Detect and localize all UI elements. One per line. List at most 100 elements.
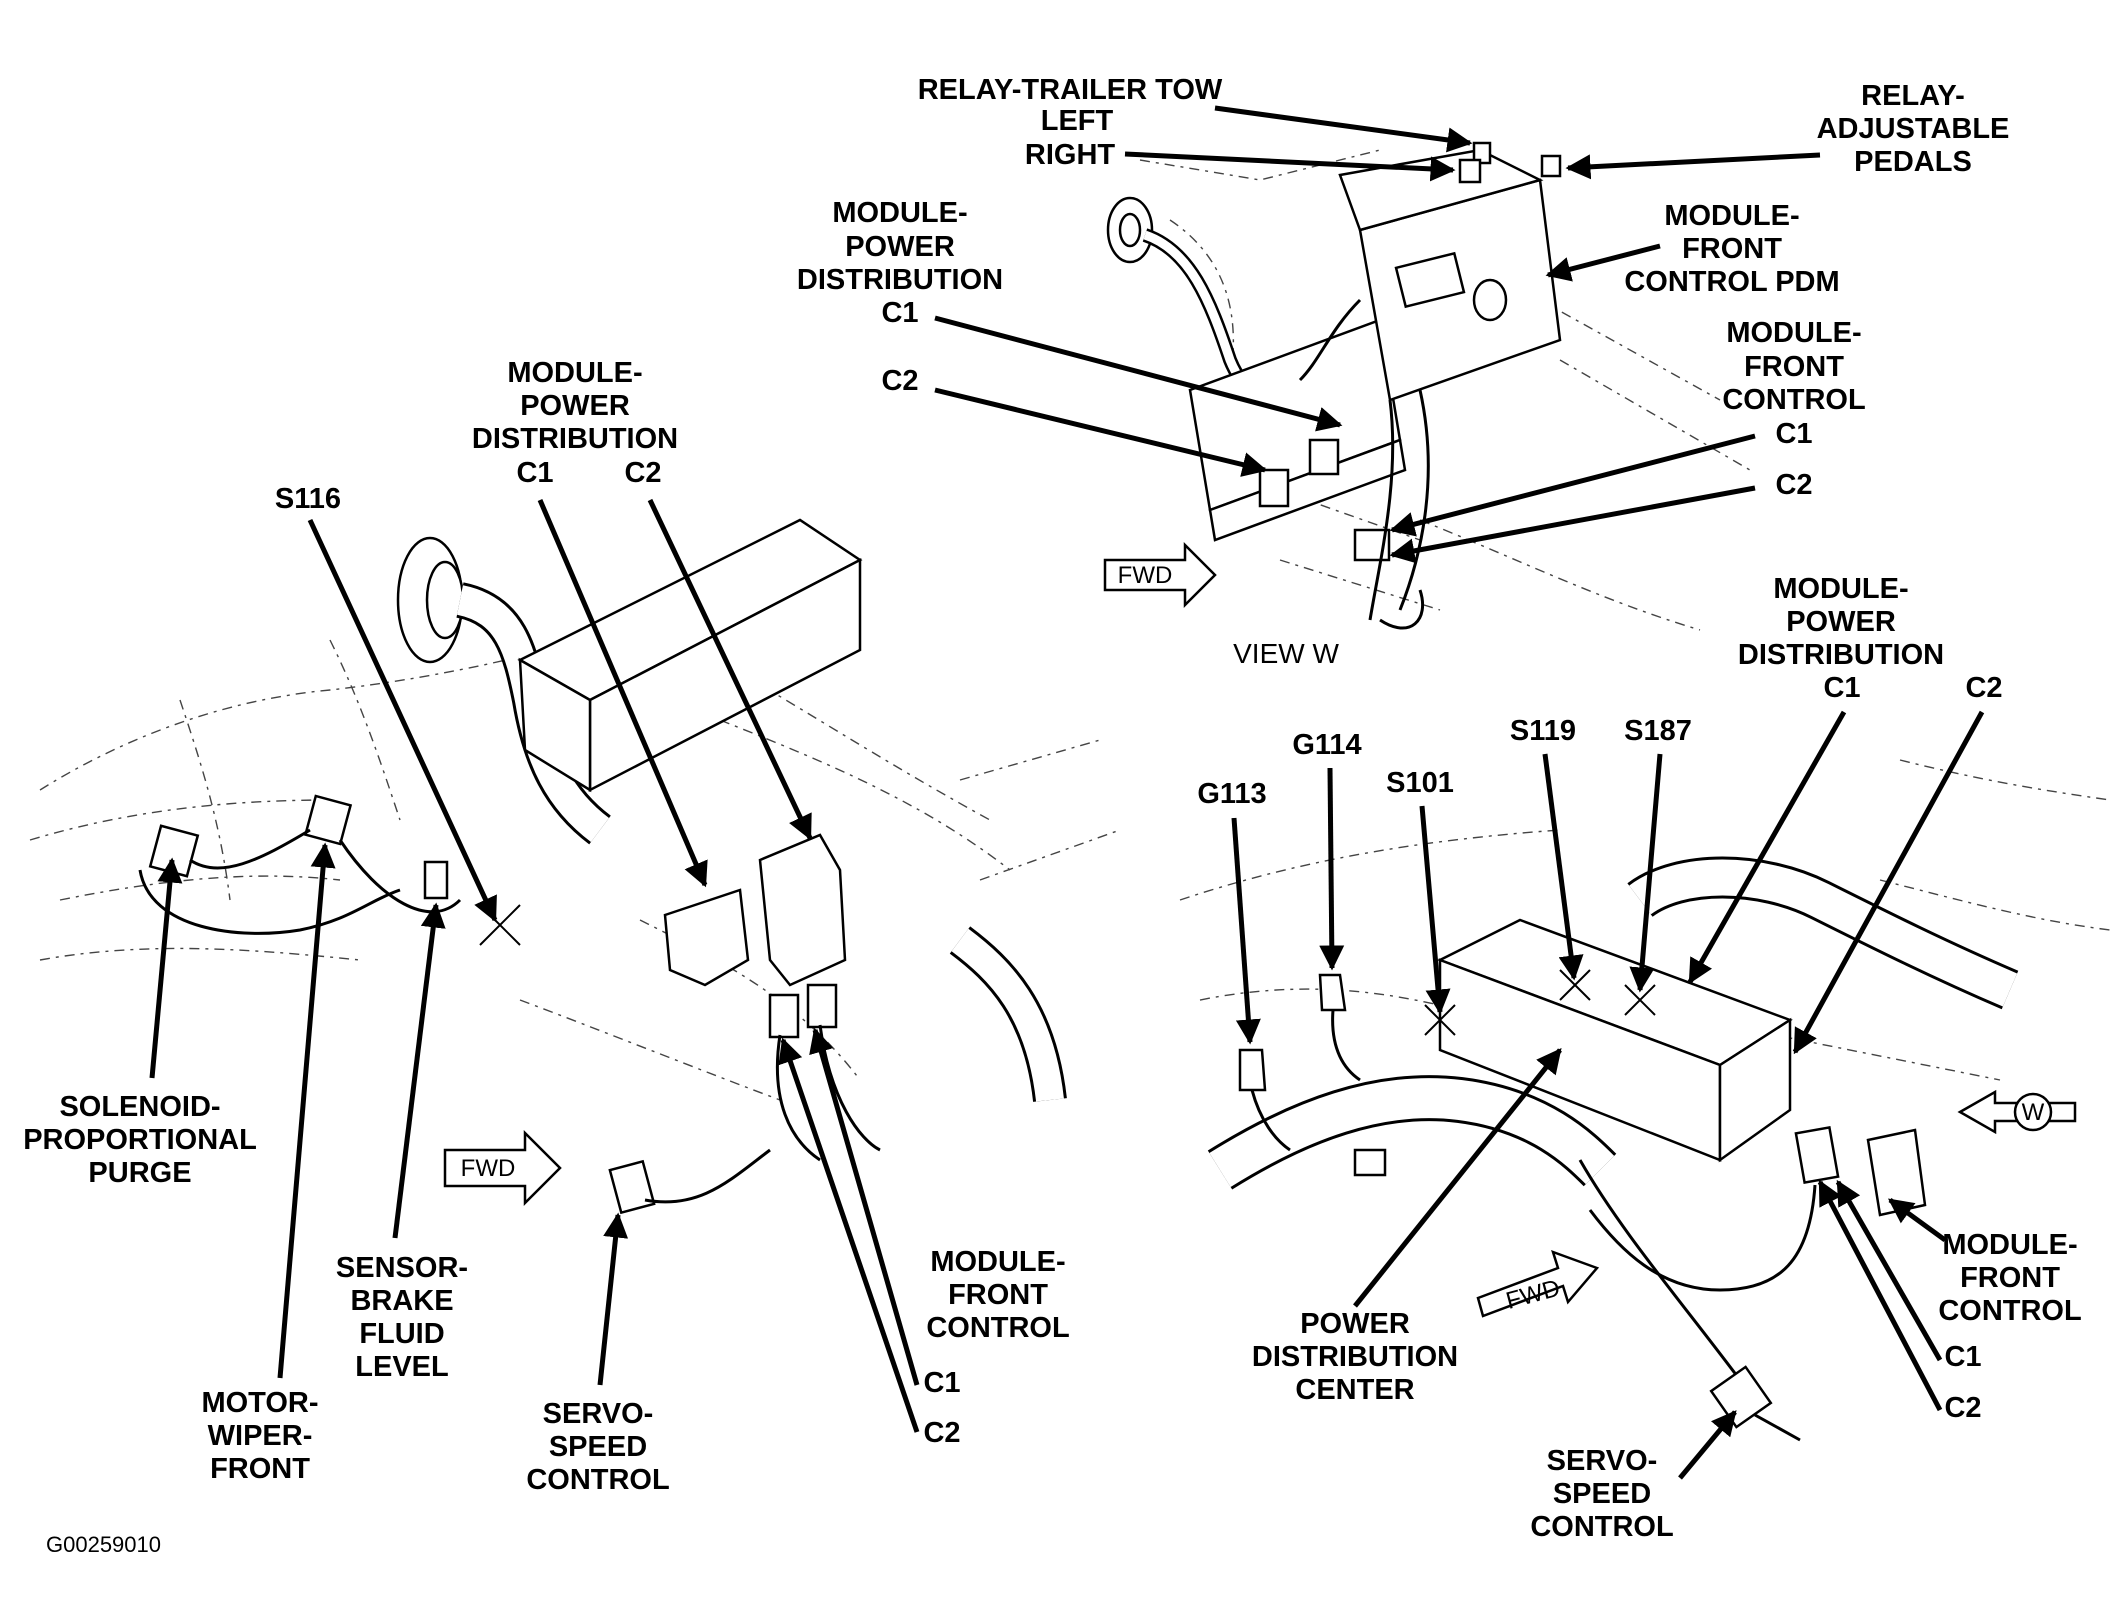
right-pdm-c1: C1 [1823,672,1860,704]
left-view-labels: MODULE- POWER DISTRIBUTION C1 C2 S116 SO… [23,357,1070,1496]
view-w-marker-label: W [2022,1099,2045,1126]
s116-label: S116 [275,483,341,515]
fwd-arrow-right: FWD [1476,1249,1600,1318]
pdc-l1: POWER [1300,1308,1410,1340]
leader-left-servo [597,1212,629,1386]
left-module-front-control-l2: FRONT [948,1279,1048,1311]
leader-relay-tow-right [1124,151,1456,182]
right-mfc-c1: C1 [1944,1341,1981,1373]
pdc-l3: CENTER [1295,1374,1414,1406]
top-module-front-control-c2: C2 [1775,469,1812,501]
right-servo-l3: CONTROL [1530,1511,1673,1543]
left-module-front-control-l1: MODULE- [930,1246,1065,1278]
left-servo-l3: CONTROL [526,1464,669,1496]
left-servo-l2: SPEED [549,1431,647,1463]
left-module-power-dist-l1: MODULE- [507,357,642,389]
leader-s119 [1542,753,1584,981]
fwd-left-label: FWD [461,1155,516,1182]
left-servo-l1: SERVO- [543,1398,654,1430]
solenoid-l1: SOLENOID- [59,1091,220,1123]
leader-sensor-brake [392,902,446,1239]
sensor-brake-l2: BRAKE [350,1285,453,1317]
leader-top-pdm-c2 [934,387,1268,477]
leader-g114 [1319,767,1345,971]
s101-label: S101 [1386,767,1454,799]
relay-trailer-tow-label: RELAY-TRAILER TOW [918,74,1223,106]
top-module-power-dist-l2: POWER [845,231,955,263]
leader-relay-tow-left [1214,105,1473,153]
leader-right-servo [1678,1410,1737,1480]
sensor-brake-l1: SENSOR- [336,1252,468,1284]
top-module-front-control-l2: FRONT [1744,351,1844,383]
leader-right-pdm-c1 [1687,710,1847,985]
right-servo-l2: SPEED [1553,1478,1651,1510]
leader-relay-adjustable-pedals [1565,152,1821,180]
s119-label: S119 [1510,715,1576,747]
right-module-front-control-l1: MODULE- [1942,1229,2077,1261]
right-view-labels: MODULE- POWER DISTRIBUTION C1 C2 G113 G1… [1197,573,2081,1543]
top-view-drawing [1106,141,1562,630]
leader-g113 [1231,817,1261,1045]
pdc-l2: DISTRIBUTION [1252,1341,1458,1373]
leader-top-front-control-pdm [1545,243,1661,282]
sensor-brake-l4: LEVEL [355,1351,448,1383]
right-servo-l1: SERVO- [1547,1445,1658,1477]
leader-top-front-control-c2 [1389,485,1756,564]
top-module-front-control-pdm-l1: MODULE- [1664,200,1799,232]
motor-wiper-l2: WIPER- [208,1420,313,1452]
top-module-front-control-c1: C1 [1775,418,1812,450]
relay-trailer-tow-right: RIGHT [1025,139,1116,171]
top-module-front-control-l1: MODULE- [1726,317,1861,349]
relay-adjustable-pedals-l3: PEDALS [1854,146,1972,178]
right-module-front-control-l3: CONTROL [1938,1295,2081,1327]
s187-label: S187 [1624,715,1692,747]
top-c2-label: C2 [881,365,918,397]
view-w-marker: W [1957,1089,2077,1135]
right-view-leaders [1231,710,1985,1480]
right-module-power-dist-l2: POWER [1786,606,1896,638]
solenoid-l2: PROPORTIONAL [23,1124,257,1156]
g113-label: G113 [1197,778,1266,810]
solenoid-l3: PURGE [88,1157,191,1189]
right-module-power-dist-l1: MODULE- [1773,573,1908,605]
left-pdm-c2: C2 [624,457,661,489]
left-mfc-c1: C1 [923,1367,960,1399]
top-module-power-dist-c1: C1 [881,297,918,329]
top-module-front-control-pdm-l2: FRONT [1682,233,1782,265]
motor-wiper-l3: FRONT [210,1453,310,1485]
right-module-power-dist-l3: DISTRIBUTION [1738,639,1944,671]
leader-left-pdm-c2 [647,498,813,841]
left-mfc-c2: C2 [923,1417,960,1449]
figure-code: G00259010 [46,1532,161,1557]
leader-motor-wiper [277,842,336,1379]
top-view-leaders [934,105,1821,564]
top-module-front-control-l3: CONTROL [1722,384,1865,416]
relay-trailer-tow-left: LEFT [1041,105,1114,137]
right-view-drawing [1207,856,2019,1442]
left-view-leaders [149,498,920,1433]
fwd-right-label: FWD [1503,1275,1563,1315]
top-view-labels: RELAY-TRAILER TOW LEFT RIGHT RELAY- ADJU… [797,74,2010,669]
leader-right-mfc [1887,1197,1947,1243]
right-pdm-c2: C2 [1965,672,2002,704]
leader-right-pdm-c2 [1792,710,1985,1055]
view-w-label: VIEW W [1233,638,1339,669]
leader-s101 [1419,805,1451,1015]
fwd-top-label: FWD [1118,562,1173,589]
right-module-front-control-l2: FRONT [1960,1262,2060,1294]
leader-s116 [307,518,498,923]
sensor-brake-l3: FLUID [359,1318,444,1350]
leader-s187 [1629,753,1663,993]
leader-left-mfc-c2 [778,1037,920,1433]
left-module-front-control-l3: CONTROL [926,1312,1069,1344]
fwd-arrow-left: FWD [443,1129,562,1207]
leader-top-pdm-c1 [934,315,1343,432]
motor-wiper-l1: MOTOR- [201,1387,318,1419]
fwd-arrow-top: FWD [1103,541,1217,609]
leader-left-mfc-c1 [809,1027,920,1386]
left-pdm-c1: C1 [516,457,553,489]
right-mfc-c2: C2 [1944,1392,1981,1424]
leader-solenoid [149,857,183,1079]
top-module-power-dist-l3: DISTRIBUTION [797,264,1003,296]
